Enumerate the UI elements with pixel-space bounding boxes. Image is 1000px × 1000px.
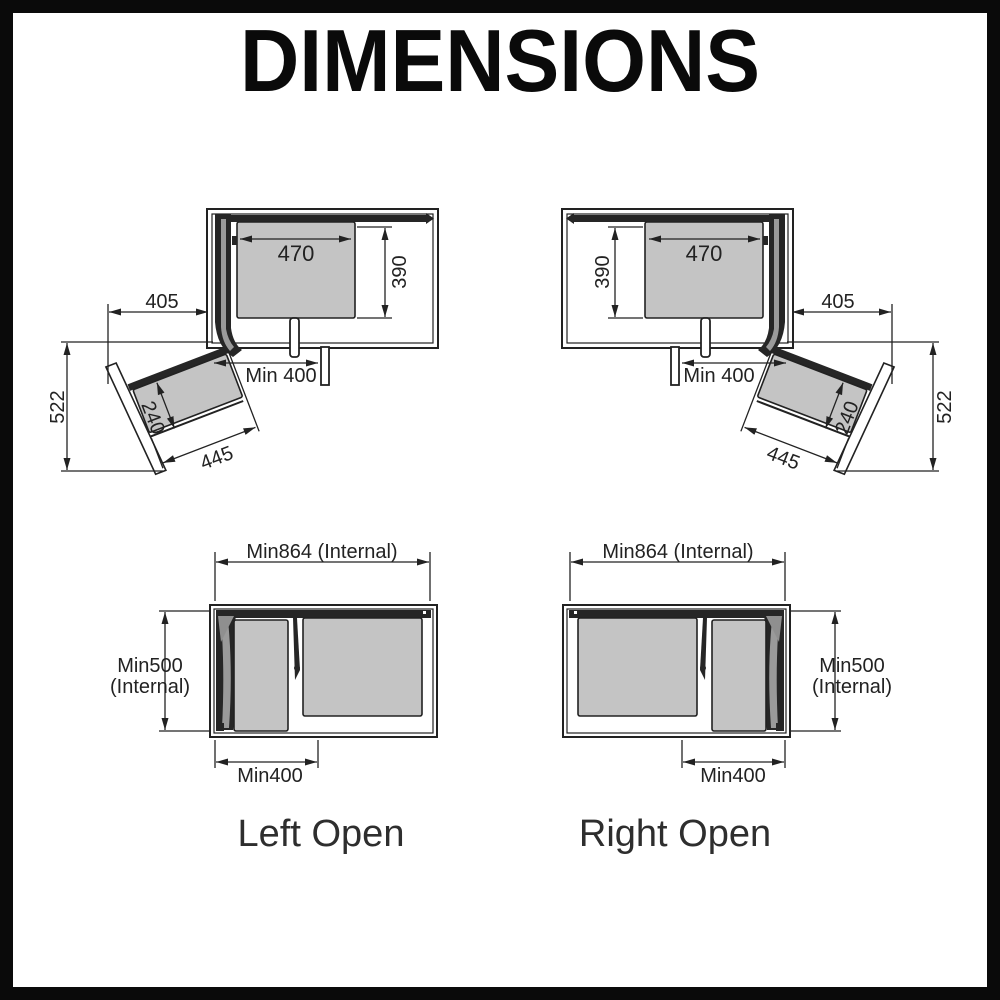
page-title: DIMENSIONS xyxy=(240,11,760,110)
dim-min400-open-right: Min 400 xyxy=(683,365,754,387)
dim-390-left: 390 xyxy=(389,255,411,288)
dim-470-right: 470 xyxy=(686,241,723,266)
dim-390-right: 390 xyxy=(592,255,614,288)
open-view-right xyxy=(562,209,939,477)
dim-min864-left: Min864 (Internal) xyxy=(246,541,397,563)
plan-view-left xyxy=(159,552,437,768)
dim-min500-right-line2: (Internal) xyxy=(812,676,892,698)
dim-min500-left-line1: Min500 xyxy=(117,655,183,677)
dim-min400-plan-right: Min400 xyxy=(700,765,766,787)
dim-522-left: 522 xyxy=(47,390,69,423)
dim-min864-right: Min864 (Internal) xyxy=(602,541,753,563)
dim-405-right: 405 xyxy=(821,291,854,313)
dim-522-right: 522 xyxy=(934,390,956,423)
caption-left-open: Left Open xyxy=(238,813,405,855)
caption-right-open: Right Open xyxy=(579,813,771,855)
dim-min500-right-line1: Min500 xyxy=(819,655,885,677)
open-view-left xyxy=(61,209,438,477)
dim-405-left: 405 xyxy=(145,291,178,313)
dim-470-left: 470 xyxy=(278,241,315,266)
dim-min400-open-left: Min 400 xyxy=(245,365,316,387)
plan-view-right xyxy=(563,552,841,768)
dim-min400-plan-left: Min400 xyxy=(237,765,303,787)
dim-min500-left-line2: (Internal) xyxy=(110,676,190,698)
